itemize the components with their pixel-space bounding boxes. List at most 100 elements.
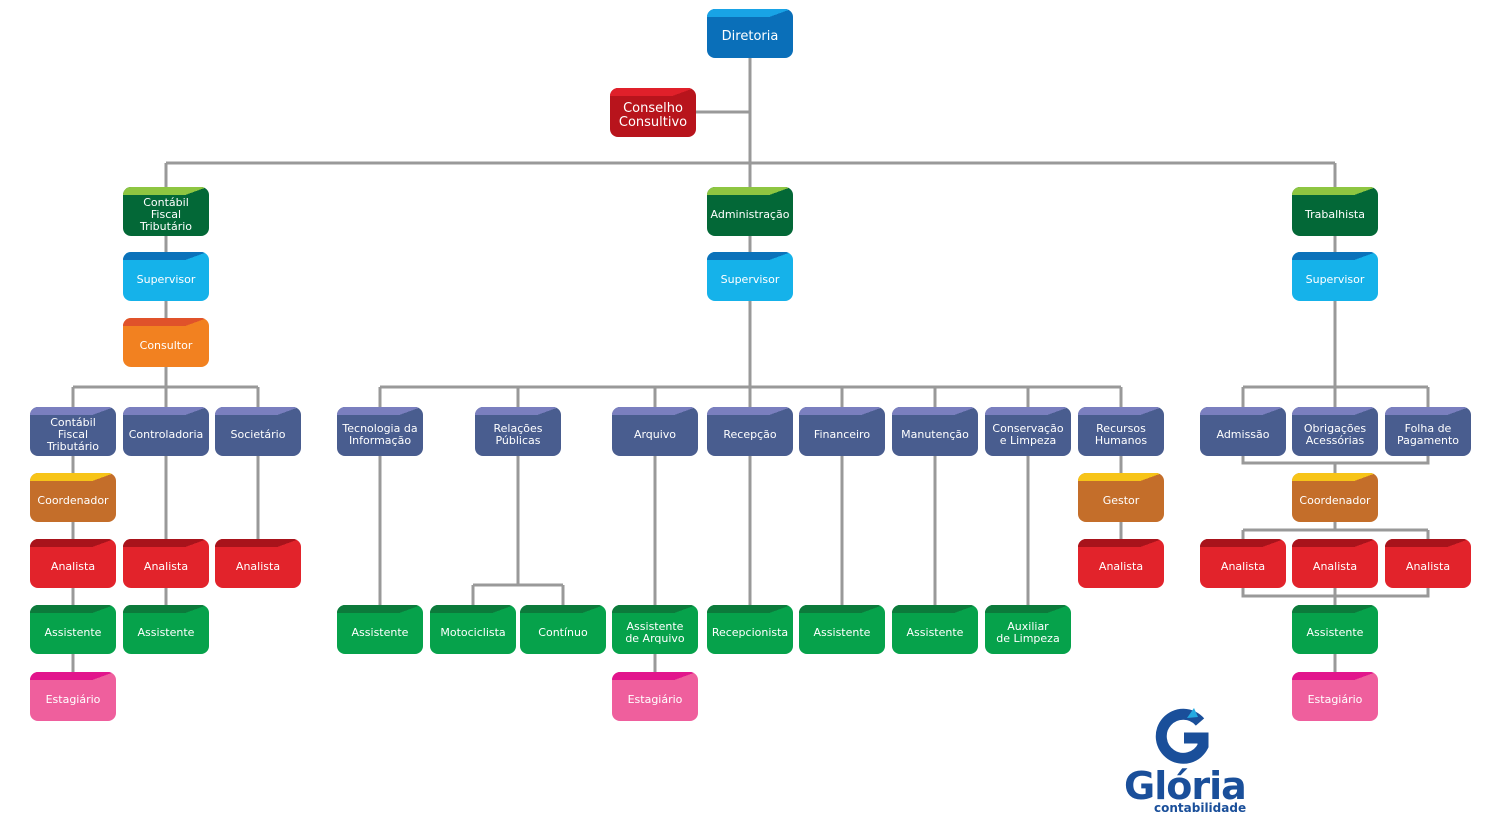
node-tab [707, 605, 793, 613]
org-node-est-trab: Estagiário [1292, 672, 1378, 721]
org-node-as-manut: Assistente [892, 605, 978, 654]
node-tab [1292, 539, 1378, 547]
org-node-an-societ: Analista [215, 539, 301, 588]
node-tab [1292, 252, 1378, 260]
connector [471, 585, 565, 605]
node-tab [612, 672, 698, 680]
org-node-financeiro: Financeiro [799, 407, 885, 456]
node-tab [892, 605, 978, 613]
org-node-label: Diretoria [721, 28, 779, 44]
node-tab [799, 605, 885, 613]
g-logo-icon [1155, 708, 1209, 764]
node-tab [520, 605, 606, 613]
org-node-label: Assistente [906, 625, 964, 639]
node-tab [123, 318, 209, 326]
org-node-manutencao: Manutenção [892, 407, 978, 456]
org-node-sup-contabil: Supervisor [123, 252, 209, 301]
org-node-sup-admin: Supervisor [707, 252, 793, 301]
org-node-label: Analista [1220, 559, 1266, 573]
org-node-label: Supervisor [136, 272, 196, 286]
node-tab [707, 407, 793, 415]
node-tab [1200, 407, 1286, 415]
node-tab [215, 539, 301, 547]
org-node-label: Analista [1405, 559, 1451, 573]
org-node-consultor: Consultor [123, 318, 209, 367]
org-node-coord-trab: Coordenador [1292, 473, 1378, 522]
org-node-label: Analista [1312, 559, 1358, 573]
org-node-controladoria: Controladoria [123, 407, 209, 456]
node-tab [1292, 407, 1378, 415]
org-node-label: Societário [230, 427, 286, 441]
node-tab [612, 605, 698, 613]
org-node-an-trab3: Analista [1385, 539, 1471, 588]
org-node-label: Assistente [1306, 625, 1364, 639]
node-tab [430, 605, 516, 613]
org-node-an-control: Analista [123, 539, 209, 588]
org-node-recepcionista: Recepcionista [707, 605, 793, 654]
org-node-label: Assistente [813, 625, 871, 639]
org-node-an-contabil: Analista [30, 539, 116, 588]
node-tab [707, 9, 793, 17]
org-node-label: Administração [710, 207, 790, 221]
gloria-logo: Glória contabilidade [1118, 706, 1248, 818]
node-tab [30, 473, 116, 481]
org-node-label: Analista [143, 559, 189, 573]
node-tab [215, 407, 301, 415]
node-tab [475, 407, 561, 415]
connector [71, 387, 260, 407]
node-tab [123, 187, 209, 195]
org-node-as-contabil: Assistente [30, 605, 116, 654]
node-tab [337, 407, 423, 415]
node-tab [985, 407, 1071, 415]
node-tab [707, 187, 793, 195]
org-node-label: Manutenção [901, 427, 969, 441]
org-node-label: Recepção [723, 427, 777, 441]
org-node-motociclista: Motociclista [430, 605, 516, 654]
logo-name: Glória [1124, 764, 1247, 808]
node-tab [1385, 407, 1471, 415]
org-node-est-contabil: Estagiário [30, 672, 116, 721]
org-node-label: Admissão [1216, 427, 1270, 441]
org-node-recepcao: Recepção [707, 407, 793, 456]
org-node-label: Assistente [137, 625, 195, 639]
org-node-as-fin: Assistente [799, 605, 885, 654]
org-node-as-ti: Assistente [337, 605, 423, 654]
org-node-societario: Societário [215, 407, 301, 456]
org-node-as-trab: Assistente [1292, 605, 1378, 654]
org-node-label: Financeiro [813, 427, 871, 441]
node-tab [1078, 407, 1164, 415]
org-node-continuo: Contínuo [520, 605, 606, 654]
node-tab [30, 539, 116, 547]
org-node-label: Estagiário [45, 692, 101, 706]
node-tab [123, 539, 209, 547]
org-node-label: Assistente [44, 625, 102, 639]
org-node-label: Gestor [1102, 493, 1140, 507]
org-node-sup-trab: Supervisor [1292, 252, 1378, 301]
node-tab [1292, 187, 1378, 195]
org-node-administracao: Administração [707, 187, 793, 236]
org-node-an-trab1: Analista [1200, 539, 1286, 588]
org-node-as-control: Assistente [123, 605, 209, 654]
org-node-label: Consultor [139, 338, 193, 352]
org-node-label: Recepcionista [711, 625, 789, 639]
org-node-label: Analista [1098, 559, 1144, 573]
node-tab [1292, 473, 1378, 481]
org-node-label: Analista [235, 559, 281, 573]
org-node-label: Controladoria [128, 427, 204, 441]
